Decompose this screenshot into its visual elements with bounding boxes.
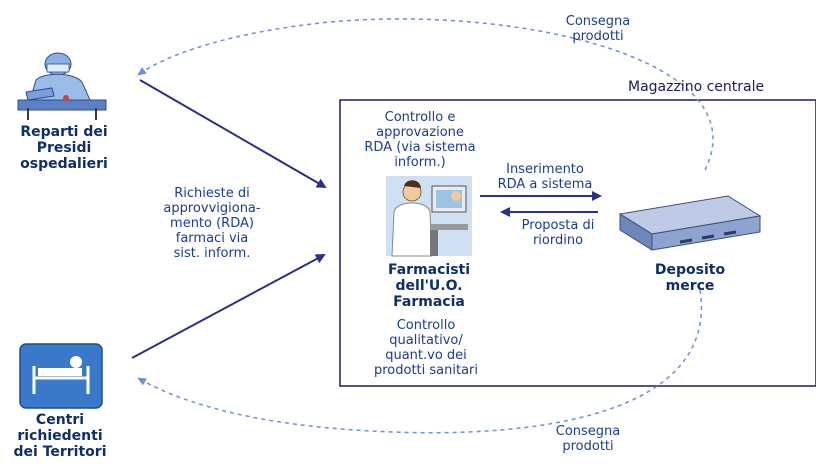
magazzino-box	[339, 99, 816, 387]
delivery-arrow-top	[137, 18, 714, 171]
surgeon-icon	[17, 52, 108, 120]
pharmacist-at-computer-icon	[386, 176, 472, 257]
farmacisti-label: Farmacisti dell'U.O. Farmacia	[387, 262, 471, 310]
request-arrow-from-reparti	[139, 79, 327, 189]
deposito-label: Deposito merce	[654, 262, 726, 294]
consegna-top-label: Consegna prodotti	[565, 14, 631, 44]
hospital-bed-icon	[19, 343, 103, 409]
richieste-label: Richieste di approvvigiona- mento (RDA) …	[163, 186, 261, 261]
proposta-label: Proposta di riordino	[521, 218, 595, 248]
magazzino-title: Magazzino centrale	[628, 79, 765, 95]
delivery-arrow-bottom	[137, 289, 703, 434]
consegna-bottom-label: Consegna prodotti	[555, 424, 621, 454]
inserimento-label: Inserimento RDA a sistema	[497, 162, 593, 192]
request-arrow-from-centri	[131, 254, 326, 359]
controllo-qual-label: Controllo qualitativo/ quant.vo dei prod…	[373, 318, 479, 378]
controllo-rda-label: Controllo e approvazione RDA (via sistem…	[364, 110, 476, 170]
reparti-label: Reparti dei Presidi ospedalieri	[20, 124, 108, 172]
server-device-icon	[618, 195, 762, 251]
centri-label: Centri richiedenti dei Territori	[13, 412, 107, 460]
